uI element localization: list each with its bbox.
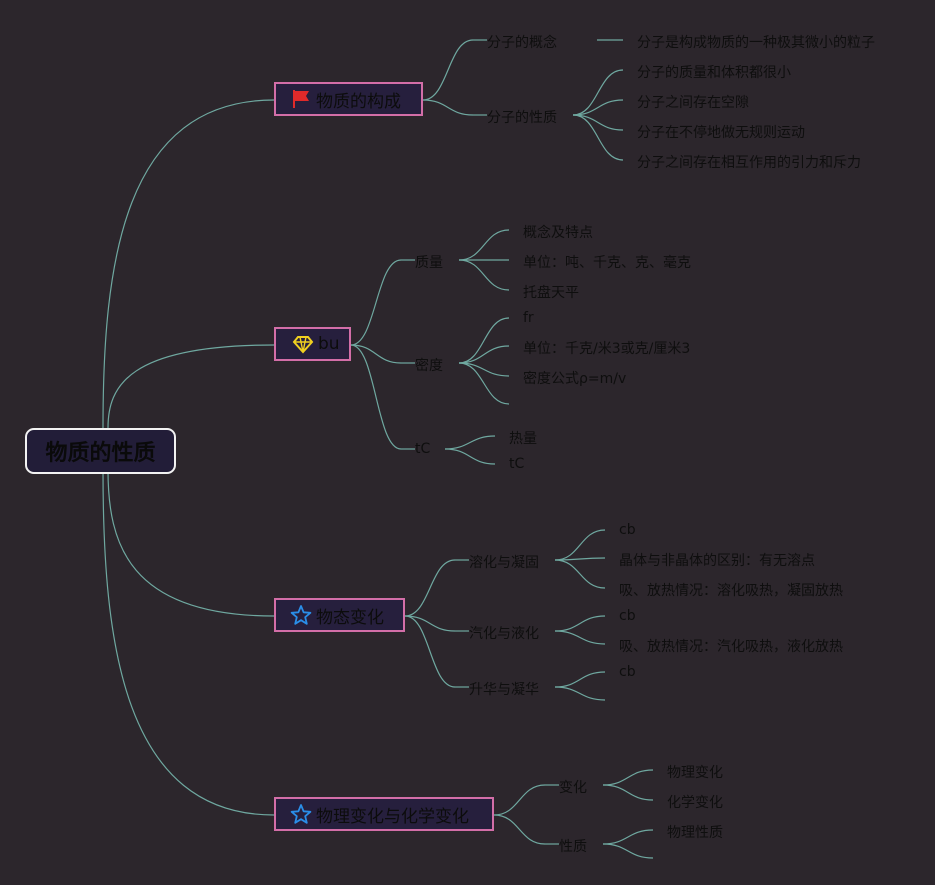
connector xyxy=(422,99,474,116)
leaf-topic[interactable]: 密度公式ρ=m/v xyxy=(523,371,627,387)
connector xyxy=(107,344,275,429)
leaf-topic[interactable]: 托盘天平 xyxy=(523,285,579,301)
connector xyxy=(444,448,496,465)
subtopic[interactable]: 性质 xyxy=(559,839,587,855)
connector xyxy=(572,69,624,116)
leaf-topic[interactable]: 分子之间存在空隙 xyxy=(637,95,749,111)
connector xyxy=(350,344,402,450)
topic-physical-chemical-change[interactable]: 物理变化与化学变化 xyxy=(274,797,494,831)
connector xyxy=(554,671,606,688)
connector xyxy=(404,615,456,688)
leaf-topic[interactable]: 概念及特点 xyxy=(523,225,593,241)
connector xyxy=(458,229,510,261)
leaf-topic[interactable]: fr xyxy=(523,310,534,326)
connector xyxy=(458,345,510,364)
topic-label: 物理变化与化学变化 xyxy=(316,806,469,827)
leaf-topic[interactable]: cb xyxy=(619,522,636,538)
leaf-topic[interactable]: cb xyxy=(619,608,636,624)
red-flag-icon xyxy=(290,88,312,110)
leaf-topic[interactable]: 分子的质量和体积都很小 xyxy=(637,65,791,81)
subtopic[interactable]: 升华与凝华 xyxy=(469,682,539,698)
leaf-topic[interactable]: 单位：千克/米3或克/厘米3 xyxy=(523,341,691,357)
connector xyxy=(107,469,275,617)
leaf-topic[interactable]: 物理变化 xyxy=(667,765,723,781)
subtopic[interactable]: 变化 xyxy=(559,780,587,796)
blue-star-icon xyxy=(290,604,312,626)
connector xyxy=(554,559,606,589)
topic-label: 物质的构成 xyxy=(316,91,401,112)
subtopic[interactable]: 密度 xyxy=(415,358,443,374)
connector xyxy=(102,99,275,429)
leaf-topic[interactable]: 分子之间存在相互作用的引力和斥力 xyxy=(637,155,861,171)
topic-label: bu xyxy=(318,334,340,354)
connector xyxy=(458,259,510,291)
leaf-topic[interactable]: 分子在不停地做无规则运动 xyxy=(637,125,805,141)
yellow-diamond-icon xyxy=(292,333,314,355)
blue-star-icon xyxy=(290,803,312,825)
connector xyxy=(350,259,402,346)
leaf-topic[interactable]: 物理性质 xyxy=(667,825,723,841)
subtopic[interactable]: 质量 xyxy=(415,255,443,271)
connector xyxy=(602,784,654,801)
connector xyxy=(572,114,624,161)
connector xyxy=(554,630,606,645)
connector xyxy=(572,99,624,116)
connector xyxy=(444,435,496,450)
connector xyxy=(602,829,654,845)
connector xyxy=(602,769,654,786)
topic-matter-structure[interactable]: 物质的构成 xyxy=(274,82,423,116)
connector xyxy=(404,559,456,617)
topic-bu[interactable]: bu xyxy=(274,327,351,361)
subtopic[interactable]: tC xyxy=(415,441,431,457)
connector xyxy=(493,814,546,845)
connector xyxy=(554,529,606,561)
subtopic[interactable]: 分子的性质 xyxy=(487,110,557,126)
connector xyxy=(554,686,606,701)
subtopic[interactable]: 溶化与凝固 xyxy=(469,555,539,571)
connector xyxy=(102,469,275,816)
leaf-topic[interactable]: 单位：吨、千克、克、毫克 xyxy=(523,255,691,271)
connector xyxy=(350,344,402,364)
leaf-topic[interactable]: 晶体与非晶体的区别：有无溶点 xyxy=(619,553,815,569)
connector xyxy=(554,615,606,632)
subtopic[interactable]: 分子的概念 xyxy=(487,35,557,51)
connector xyxy=(458,317,510,364)
connector xyxy=(404,615,456,632)
leaf-topic[interactable]: cb xyxy=(619,664,636,680)
topic-state-change[interactable]: 物态变化 xyxy=(274,598,405,632)
topic-label: 物态变化 xyxy=(316,607,384,628)
leaf-topic[interactable]: 吸、放热情况：溶化吸热，凝固放热 xyxy=(619,583,843,599)
leaf-topic[interactable]: tC xyxy=(509,456,525,472)
connector xyxy=(422,39,474,101)
connector xyxy=(602,843,654,859)
leaf-topic[interactable]: 分子是构成物质的一种极其微小的粒子 xyxy=(637,35,875,51)
connector xyxy=(493,784,546,816)
root-topic-label: 物质的性质 xyxy=(45,441,156,466)
connector xyxy=(458,362,510,405)
root-topic[interactable]: 物质的性质 xyxy=(25,428,176,474)
leaf-topic[interactable]: 吸、放热情况：汽化吸热，液化放热 xyxy=(619,639,843,655)
subtopic[interactable]: 汽化与液化 xyxy=(469,626,539,642)
leaf-topic[interactable]: 化学变化 xyxy=(667,795,723,811)
connector xyxy=(572,114,624,131)
leaf-topic[interactable]: 热量 xyxy=(509,431,537,447)
